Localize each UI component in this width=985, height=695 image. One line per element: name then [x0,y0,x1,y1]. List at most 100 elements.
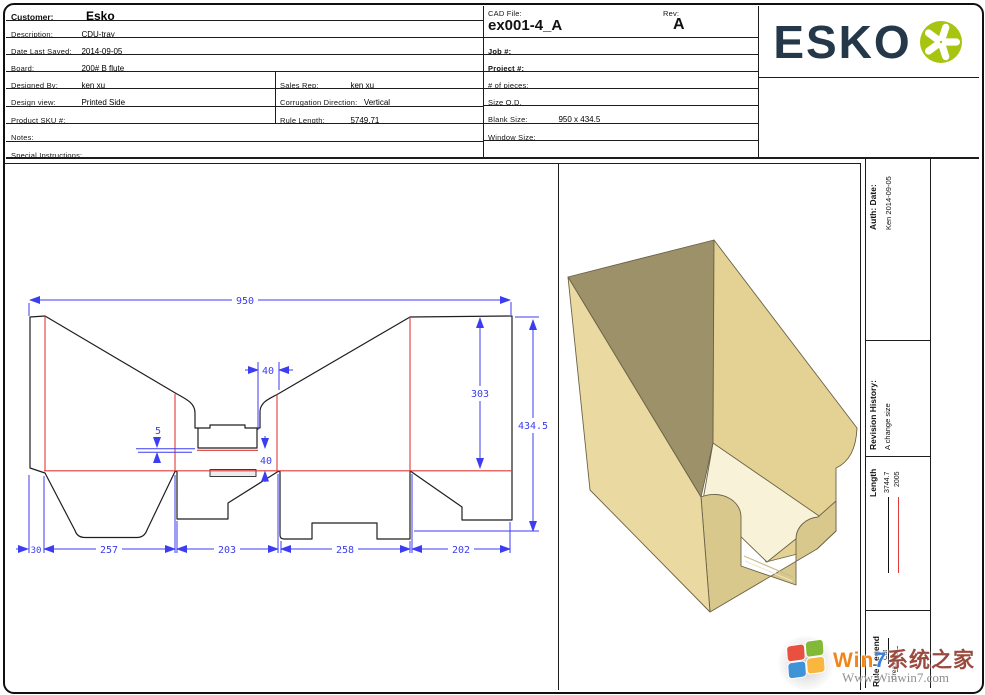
sidebar-divider-2 [865,456,931,457]
row-date-saved: Date Last Saved: 2014-09-05 [6,38,483,55]
blank-size-label: Blank Size: [488,115,528,124]
tray-left-wall [567,276,711,613]
date-saved-value: 2014-09-05 [81,47,123,55]
cad-file-label: CAD File: [488,9,522,18]
revision-history-header: Revision History: [868,380,878,450]
tab-top-steps [198,424,257,429]
customer-label: Customer: [11,12,54,21]
description-label: Description: [11,30,53,38]
dim-notch-width: 40 [262,366,274,377]
windows-pane-green [805,639,824,657]
row-job: Job #: [483,38,758,55]
tray-floor-lip-line [743,555,794,578]
dimension-lines [16,296,539,553]
customer-value: Esko [85,9,115,21]
dimension-labels: 950 303 434.5 40 5 40 30 257 203 258 202 [31,296,548,556]
row-sales-rep: Sales Rep: ken xu [275,72,483,89]
project-label: Project #: [488,64,525,72]
dim-panel4: 202 [452,545,470,556]
board-value: 200# B flute [81,64,125,72]
esko-logo-text: ESKO [773,15,912,68]
size-od-label: Size O.D. [488,98,522,106]
dim-panel1: 257 [100,545,118,556]
dim-total-width: 950 [236,296,254,307]
sheet-border [3,3,984,694]
row-rule-length: Rule Length: 5749.71 [275,107,483,124]
job-label: Job #: [488,47,512,55]
row-blank-size: Blank Size: 950 x 434.5 [483,106,758,124]
sidebar-left-border [865,158,866,688]
row-board: Board: 200# B flute [6,55,483,72]
row-description: Description: CDU-tray [6,21,483,38]
rev-label: Rev: [663,9,680,18]
rule-length-label: Rule Length: [280,116,325,124]
windows-logo-icon [786,639,826,680]
dim-tab-depth: 40 [260,456,272,467]
row-size-od: Size O.D. [483,89,758,106]
windows-pane-yellow [806,656,825,674]
length-header: Length [868,468,878,497]
rev-value: A [673,16,685,33]
row-design-view: Design view: Printed Side [6,89,275,107]
legend-crease-sample-line [897,646,899,672]
corrugation-label: Corrugation Direction: [280,98,358,107]
watermark-cn: 系统之家 [887,649,975,672]
die-cut-outline [29,315,513,540]
row-customer: Customer: Esko [6,6,483,21]
dieline-2d-view: 950 303 434.5 40 5 40 30 257 203 258 202 [16,296,548,556]
row-pieces: # of pieces: [483,72,758,89]
corrugation-value: Vertical [363,98,391,107]
windows-pane-blue [788,661,807,679]
watermark-win: Win [833,649,875,672]
window-size-label: Window Size: [488,133,536,141]
designed-by-value: ken xu [81,81,106,89]
product-sku-label: Product SKU #: [11,116,66,124]
special-instructions-label: Special Instructions: [11,151,83,158]
row-designed-by: Designed By: ken xu [6,72,275,89]
dim-panel2: 203 [218,545,236,556]
sales-rep-label: Sales Rep: [280,81,319,89]
tray-front-wall [700,494,837,613]
revision-history-entry: A change size [883,403,892,450]
pieces-label: # of pieces: [488,81,529,89]
length-crease-sample-line [898,497,900,573]
row-corrugation: Corrugation Direction: Vertical [275,89,483,107]
board-label: Board: [11,64,35,72]
row-project: Project #: [483,55,758,72]
dim-total-height: 434.5 [518,421,548,432]
sidebar-right-border [930,158,931,688]
row-notes: Notes: [6,124,483,142]
notes-label: Notes: [11,133,34,142]
watermark: Win7系统之家 Www.Winwin7.com [776,632,982,692]
titleblock-bottom-border [6,157,979,159]
watermark-url[interactable]: Www.Winwin7.com [842,670,949,685]
designed-by-label: Designed By: [11,81,59,89]
cut-lines [29,315,513,540]
sales-rep-value: ken xu [350,81,375,89]
drawing-area-right-border [860,163,861,690]
length-cut-value: 3744.7 [884,471,891,493]
auth-date-entry: Ken 2014-09-05 [884,176,893,230]
logo-box: ESKO [758,6,979,78]
row-special-instructions: Special Instructions: [6,142,483,158]
dim-panel3: 258 [336,545,354,556]
watermark-title: Win7系统之家 [833,644,975,674]
crease-lines [44,316,512,472]
titleblock-split-divider [275,72,276,124]
row-window-size: Window Size: [483,124,758,141]
titleblock-right-divider [758,6,759,158]
description-value: CDU-tray [81,30,115,38]
tray-floor-lip-highlight [744,560,793,582]
dim-tab-offset: 5 [155,426,161,437]
watermark-seven: 7 [874,649,887,672]
auth-date-header: Auth: Date: [868,184,878,230]
windows-pane-red [786,644,805,662]
design-view-value: Printed Side [81,98,126,107]
cad-file-value: ex001-4_A [488,17,563,34]
legend-cut-sample-line [888,638,890,664]
date-saved-label: Date Last Saved: [11,47,72,55]
length-cut-sample-line [888,497,890,573]
titleblock-divider [483,6,484,158]
render-3d-view [567,239,858,613]
